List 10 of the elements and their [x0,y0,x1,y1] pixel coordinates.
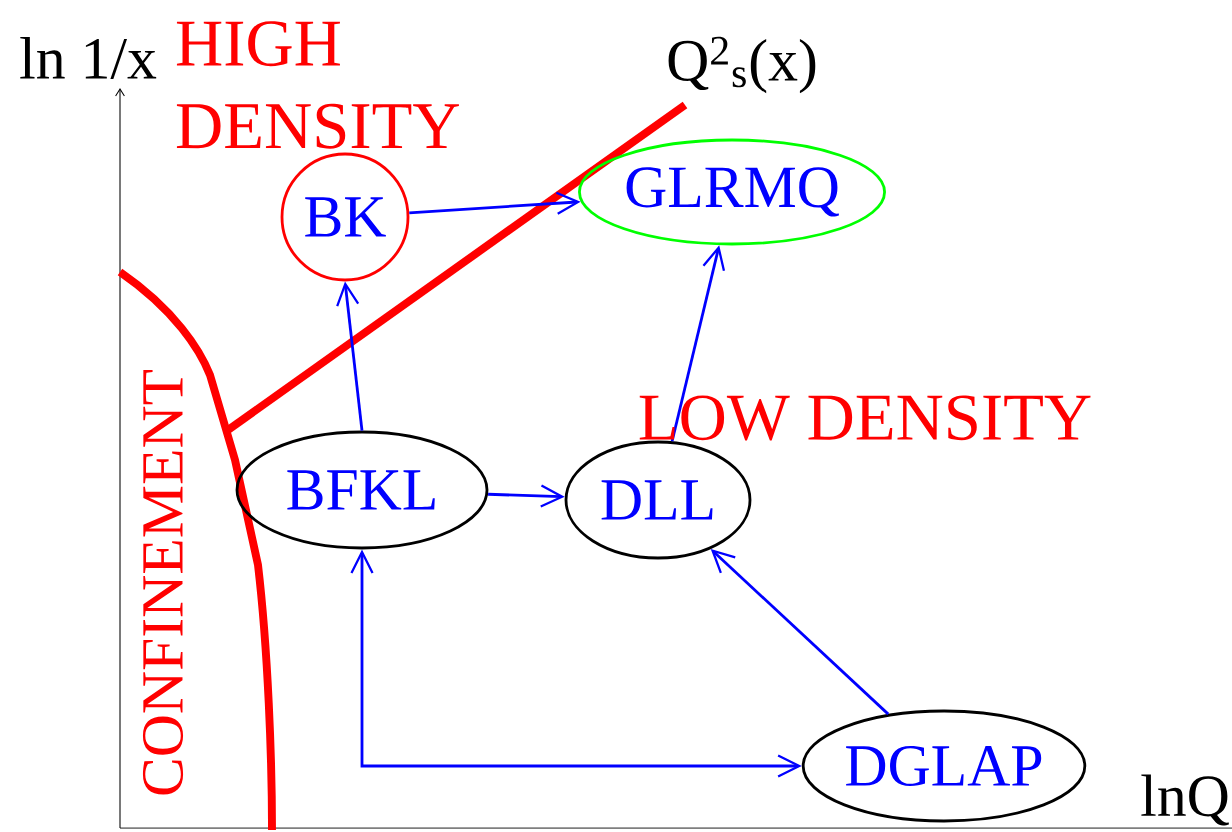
arrow [488,484,565,508]
region-label: CONFINEMENT [142,369,184,795]
arrow [350,549,802,778]
arrow [336,281,364,431]
arrow [409,191,581,215]
axis-label: lnQ [1141,774,1229,826]
arrow [710,549,890,716]
axis-label: ln 1/x [20,36,157,79]
region-label: HIGH DENSITY [176,21,459,149]
arrow [670,245,726,442]
